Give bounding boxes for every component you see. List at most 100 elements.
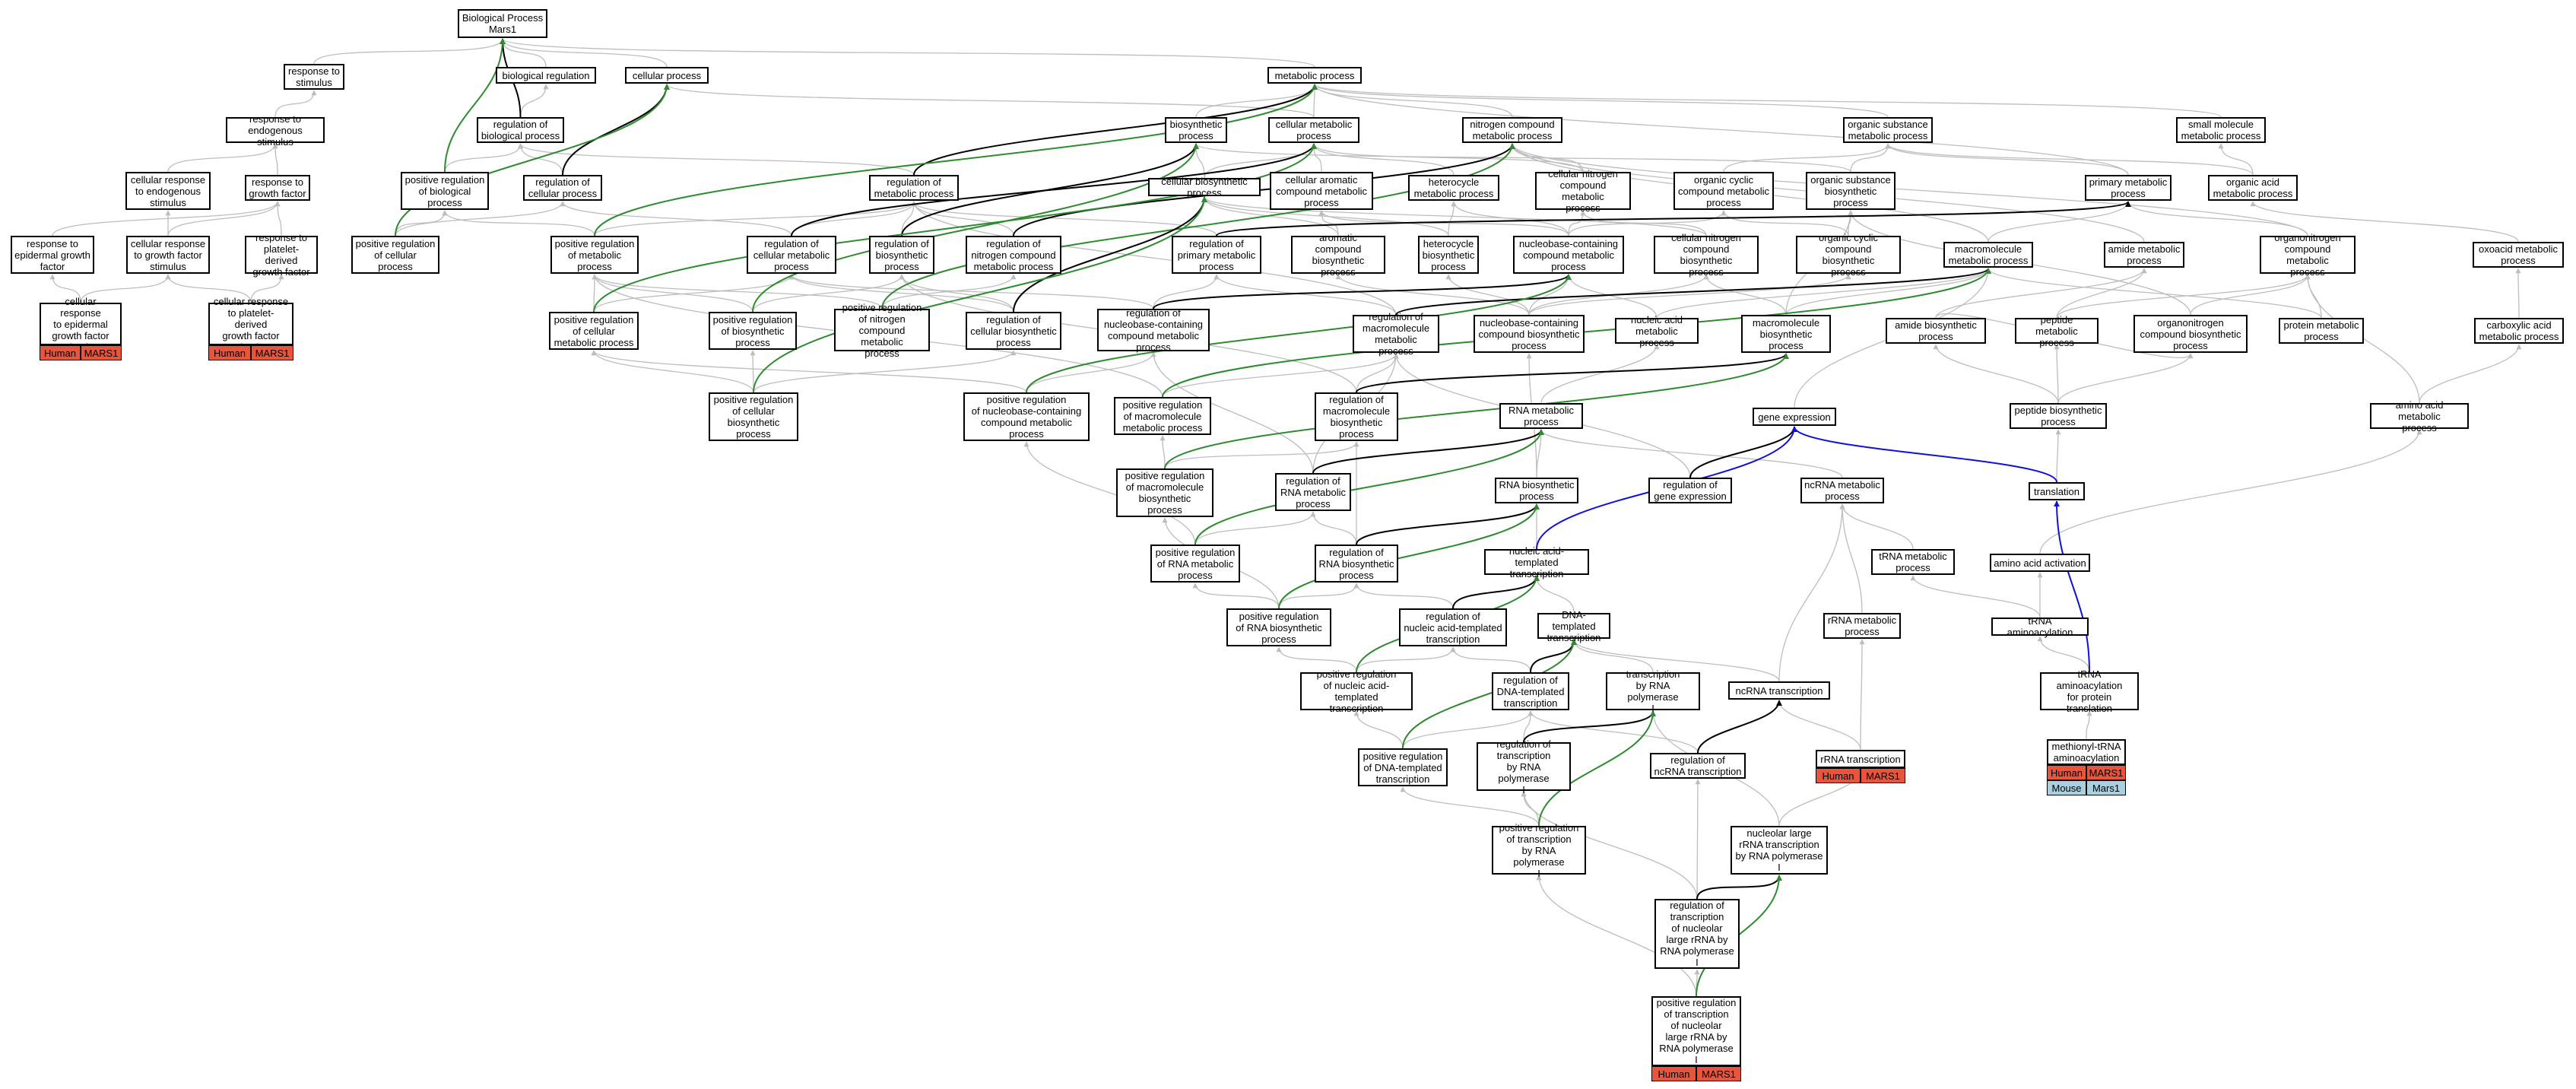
go-term-rnamp[interactable]: RNA metabolic process [1499, 403, 1583, 429]
go-term-nbcbp[interactable]: nucleobase-containing compound biosynthe… [1474, 315, 1585, 353]
go-term-ncrnamp[interactable]: ncRNA metabolic process [1800, 478, 1884, 503]
go-term-rmbsp[interactable]: regulation of macromolecule biosynthetic… [1315, 392, 1398, 441]
go-term-cbp[interactable]: cellular biosynthetic process [1148, 176, 1261, 198]
go-term-hmp[interactable]: heterocycle metabolic process [1408, 175, 1499, 201]
go-term-crtgfs[interactable]: cellular response to growth factor stimu… [126, 236, 210, 274]
go-term-prmbsp[interactable]: positive regulation of macromolecule bio… [1116, 468, 1213, 517]
go-term-crtpdgfs[interactable]: cellular response to platelet-derived gr… [208, 296, 293, 360]
go-term-rtnlr[interactable]: regulation of transcription of nucleolar… [1654, 899, 1740, 969]
go-term-osbp[interactable]: organic substance biosynthetic process [1806, 172, 1896, 210]
go-term-prrnabp[interactable]: positive regulation of RNA biosynthetic … [1226, 608, 1331, 646]
go-term-cncbp[interactable]: cellular nitrogen compound biosynthetic … [1654, 232, 1759, 278]
edge-breg-to-bp [500, 38, 547, 68]
go-term-rtes[interactable]: response to endogenous stimulus [226, 113, 325, 148]
go-term-acbp[interactable]: aromatic compound biosynthetic process [1291, 232, 1385, 278]
go-term-rbp[interactable]: regulation of biological process [477, 117, 564, 143]
edge-prrnamp-to-rrnamp [1194, 511, 1316, 545]
go-term-cmp[interactable]: cellular metabolic process [1268, 117, 1359, 143]
go-term-cncmp[interactable]: cellular nitrogen compound metabolic pro… [1535, 168, 1631, 214]
go-term-rcbsp[interactable]: regulation of cellular biosynthetic proc… [966, 312, 1061, 350]
go-term-prcp[interactable]: positive regulation of cellular process [351, 236, 439, 274]
go-term-prcmp[interactable]: positive regulation of cellular metaboli… [549, 312, 639, 350]
go-term-pepmp[interactable]: peptide metabolic process [2015, 314, 2099, 348]
go-term-rnatt[interactable]: regulation of nucleic acid-templated tra… [1399, 608, 1507, 646]
go-term-prnbcmp[interactable]: positive regulation of nucleobase-contai… [963, 392, 1090, 441]
go-term-oncmp[interactable]: organonitrogen compound metabolic proces… [2260, 232, 2356, 278]
go-term-trnaapt[interactable]: tRNA aminoacylation for protein translat… [2040, 668, 2139, 714]
go-term-rncrnat[interactable]: regulation of ncRNA transcription [1650, 753, 1746, 779]
go-term-prrnamp[interactable]: positive regulation of RNA metabolic pro… [1150, 544, 1240, 583]
go-term-prmp[interactable]: positive regulation of metabolic process [550, 236, 639, 274]
go-term-dtt[interactable]: DNA-templated transcription [1537, 609, 1610, 643]
go-term-prmmp[interactable]: positive regulation of macromolecule met… [1114, 397, 1211, 435]
go-term-prcbsp[interactable]: positive regulation of cellular biosynth… [709, 392, 798, 441]
go-term-cp[interactable]: cellular process [625, 67, 709, 84]
go-term-rrnabp[interactable]: regulation of RNA biosynthetic process [1315, 544, 1398, 583]
go-term-rtegf[interactable]: response to epidermal growth factor [11, 236, 94, 274]
go-term-rpmp[interactable]: regulation of primary metabolic process [1172, 236, 1261, 274]
go-term-natt[interactable]: nucleic acid-templated transcription [1484, 545, 1589, 579]
go-term-nlrrnat[interactable]: nucleolar large rRNA transcription by RN… [1731, 826, 1828, 875]
go-term-amp[interactable]: amide metabolic process [2104, 242, 2184, 268]
go-term-rrnamp[interactable]: regulation of RNA metabolic process [1275, 473, 1351, 511]
go-term-trnamp[interactable]: tRNA metabolic process [1871, 549, 1955, 575]
go-term-breg[interactable]: biological regulation [496, 67, 596, 84]
go-term-occmp[interactable]: organic cyclic compound metabolic proces… [1673, 172, 1774, 210]
go-term-pepbp[interactable]: peptide biosynthetic process [2010, 403, 2107, 429]
go-term-rrnamp2[interactable]: rRNA metabolic process [1823, 613, 1901, 639]
go-term-hbp[interactable]: heterocycle biosynthetic process [1418, 236, 1479, 274]
go-term-rcp[interactable]: regulation of cellular process [523, 175, 602, 201]
go-term-rbsp[interactable]: regulation of biosynthetic process [869, 236, 934, 274]
go-term-protmp[interactable]: protein metabolic process [2279, 318, 2364, 344]
go-term-nbcmp[interactable]: nucleobase-containing compound metabolic… [1513, 236, 1624, 274]
go-term-ncrnat[interactable]: ncRNA transcription [1728, 681, 1830, 700]
go-term-crtes[interactable]: cellular response to endogenous stimulus [125, 172, 211, 210]
go-term-aaact[interactable]: amino acid activation [1990, 554, 2090, 572]
go-term-prbp[interactable]: positive regulation of biological proces… [401, 172, 489, 210]
go-term-prtbrp1[interactable]: positive regulation of transcription by … [1492, 822, 1586, 879]
go-term-aamp[interactable]: amino acid metabolic process [2370, 399, 2469, 433]
go-term-rge[interactable]: regulation of gene expression [1648, 478, 1732, 503]
edge-rtbrp1-to-tbrp1 [1523, 710, 1656, 743]
go-term-oamp[interactable]: organic acid metabolic process [2208, 175, 2298, 201]
go-term-rnabp[interactable]: RNA biosynthetic process [1495, 478, 1578, 503]
go-term-trnaam[interactable]: tRNA aminoacylation [1991, 615, 2089, 638]
go-term-rcmp[interactable]: regulation of cellular metabolic process [747, 236, 836, 274]
go-term-prnatt[interactable]: positive regulation of nucleic acid-temp… [1300, 668, 1413, 714]
go-term-prbsp[interactable]: positive regulation of biosynthetic proc… [709, 312, 797, 350]
go-term-abp[interactable]: amide biosynthetic process [1886, 318, 1986, 344]
go-term-prtnlr[interactable]: positive regulation of transcription of … [1651, 996, 1741, 1081]
go-term-pmp[interactable]: primary metabolic process [2085, 175, 2172, 201]
go-term-rmmp[interactable]: regulation of macromolecule metabolic pr… [1353, 311, 1439, 357]
go-term-bp[interactable]: Biological Process Mars1 [458, 9, 547, 38]
go-term-smmp[interactable]: small molecule metabolic process [2176, 117, 2266, 143]
go-term-oxamp[interactable]: oxoacid metabolic process [2473, 242, 2564, 268]
go-term-oncbp[interactable]: organonitrogen compound biosynthetic pro… [2133, 315, 2248, 353]
go-term-tbrp1[interactable]: transcription by RNA polymerase I [1606, 668, 1700, 714]
go-term-transl[interactable]: translation [2029, 482, 2085, 500]
go-term-crtegfs[interactable]: cellular response to epidermal growth fa… [40, 296, 122, 360]
go-term-osmp[interactable]: organic substance metabolic process [1843, 117, 1933, 143]
go-term-rtpdgf[interactable]: response to platelet-derived growth fact… [245, 232, 318, 278]
go-term-ge[interactable]: gene expression [1753, 408, 1836, 426]
go-term-ncmp[interactable]: nitrogen compound metabolic process [1462, 117, 1562, 143]
go-term-rncmp[interactable]: regulation of nitrogen compound metaboli… [966, 236, 1061, 274]
go-term-cacmp2[interactable]: carboxylic acid metabolic process [2474, 318, 2564, 344]
go-term-rnbcmp[interactable]: regulation of nucleobase-containing comp… [1097, 307, 1210, 353]
go-term-bsp[interactable]: biosynthetic process [1165, 117, 1227, 143]
go-term-occbp[interactable]: organic cyclic compound biosynthetic pro… [1796, 232, 1901, 278]
go-term-rtgf[interactable]: response to growth factor [245, 175, 310, 201]
go-term-prncmp[interactable]: positive regulation of nitrogen compound… [834, 302, 930, 359]
go-term-rts[interactable]: response to stimulus [284, 64, 344, 90]
go-term-cacmp[interactable]: cellular aromatic compound metabolic pro… [1270, 172, 1373, 210]
go-term-namp[interactable]: nucleic acid metabolic process [1615, 314, 1699, 348]
go-term-mp[interactable]: metabolic process [1267, 67, 1362, 84]
go-term-rtbrp1[interactable]: regulation of transcription by RNA polym… [1477, 738, 1571, 795]
go-term-prdtt[interactable]: positive regulation of DNA-templated tra… [1358, 748, 1448, 786]
go-term-mmp[interactable]: macromolecule metabolic process [1943, 242, 2033, 268]
go-term-mbp[interactable]: macromolecule biosynthetic process [1741, 315, 1831, 353]
go-term-rmp[interactable]: regulation of metabolic process [869, 175, 959, 201]
go-term-rdtt[interactable]: regulation of DNA-templated transcriptio… [1492, 672, 1569, 710]
